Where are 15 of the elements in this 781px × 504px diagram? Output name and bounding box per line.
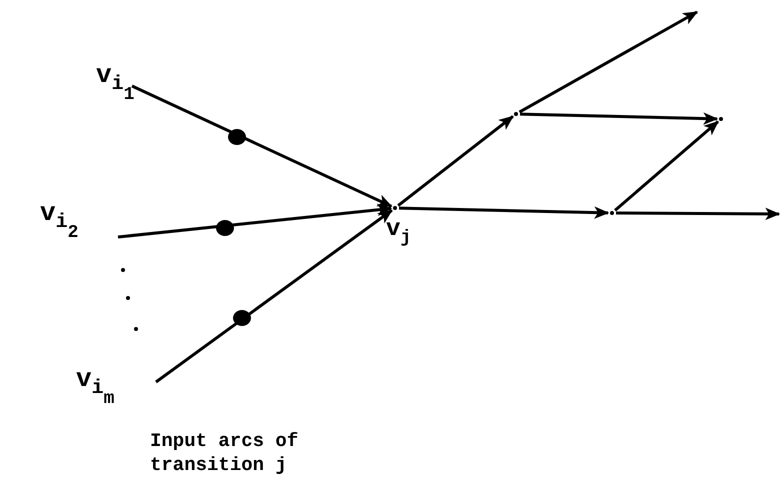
arrow	[118, 204, 392, 238]
junction-point	[392, 205, 398, 211]
arrow	[131, 84, 392, 208]
arrow	[616, 208, 780, 220]
transition-label: v$_{j}$	[386, 218, 412, 248]
junction-point	[513, 111, 519, 117]
arrow	[397, 115, 514, 207]
junction-point	[718, 116, 724, 122]
caption: Input arcs of transition j	[150, 430, 300, 478]
arrow	[614, 120, 719, 212]
arrow	[520, 112, 718, 125]
junction-point	[609, 210, 615, 216]
arrow	[398, 206, 610, 219]
arrow	[518, 10, 698, 114]
arrow	[155, 209, 393, 384]
